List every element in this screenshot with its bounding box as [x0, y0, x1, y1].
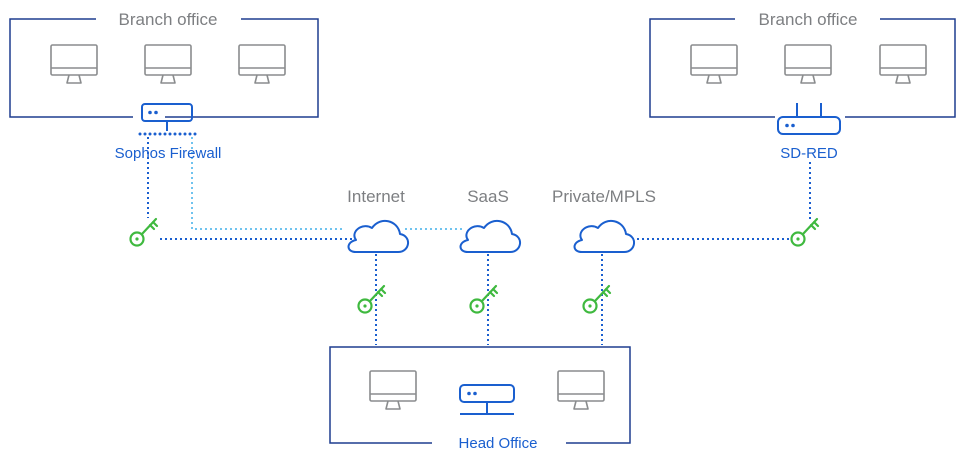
cloud-saas[interactable]: SaaS: [459, 187, 522, 253]
monitor-icon: [144, 44, 192, 84]
cloud-label-mpls: Private/MPLS: [552, 187, 656, 206]
cloud-icon: [573, 219, 636, 253]
monitor-icon: [238, 44, 286, 84]
branch-office-right: Branch office: [649, 10, 956, 118]
key-icon: [129, 217, 159, 247]
head-office-frame: [329, 346, 631, 444]
branch-office-left: Branch office: [9, 10, 319, 118]
cloud-icon: [459, 219, 522, 253]
monitor-icon: [879, 44, 927, 84]
firewall-icon[interactable]: [138, 103, 197, 136]
firewall-label: Sophos Firewall: [115, 145, 222, 162]
monitor-icon: [369, 370, 417, 410]
cloud-internet[interactable]: Internet: [347, 187, 410, 253]
monitor-icon: [784, 44, 832, 84]
branch-left-title: Branch office: [119, 10, 218, 29]
branch-right-title: Branch office: [759, 10, 858, 29]
cloud-private-mpls[interactable]: Private/MPLS: [552, 187, 656, 253]
monitor-icon: [557, 370, 605, 410]
cloud-label-saas: SaaS: [467, 187, 509, 206]
head-office-title: Head Office: [459, 435, 538, 450]
server-icon[interactable]: [459, 384, 515, 415]
cloud-icon: [347, 219, 410, 253]
monitor-icon: [690, 44, 738, 84]
monitor-icon: [50, 44, 98, 84]
key-icon: [582, 284, 612, 314]
head-office: Head Office: [329, 346, 631, 450]
router-icon[interactable]: [777, 103, 841, 135]
connection-lines: [147, 137, 811, 345]
branch-left-frame: [9, 18, 319, 118]
key-icon: [357, 284, 387, 314]
key-icon: [469, 284, 499, 314]
link-firewall-saas: [191, 137, 343, 230]
cloud-label-internet: Internet: [347, 187, 405, 206]
branch-right-frame: [649, 18, 956, 118]
sdred-label: SD-RED: [780, 145, 838, 162]
key-icon: [790, 217, 820, 247]
